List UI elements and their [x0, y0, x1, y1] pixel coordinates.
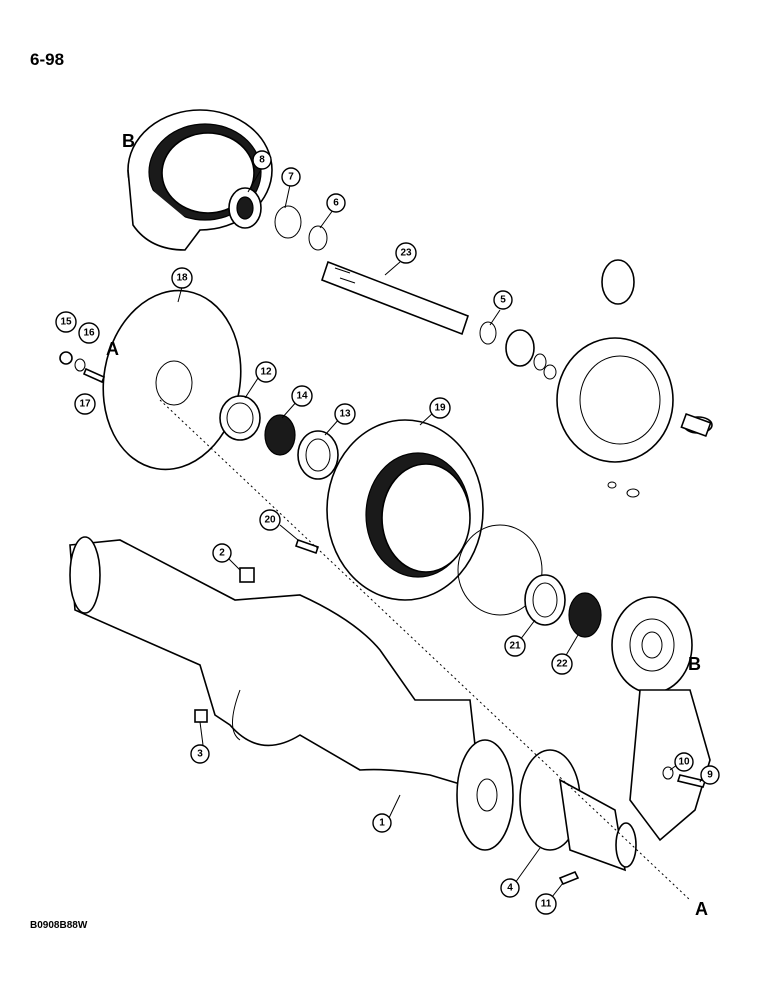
svg-text:2: 2	[219, 548, 225, 559]
callout-22: 22	[551, 653, 573, 675]
svg-text:7: 7	[288, 172, 294, 183]
figure-code: B0908B88W	[30, 920, 88, 931]
leader-2	[227, 557, 241, 571]
axle-housing-1	[69, 536, 514, 851]
svg-text:12: 12	[260, 367, 272, 378]
svg-text:13: 13	[339, 409, 351, 420]
leader-7	[284, 184, 291, 209]
callout-23: 23	[395, 242, 417, 264]
gear-5	[479, 321, 557, 380]
callout-15: 15	[55, 311, 77, 333]
svg-text:20: 20	[264, 515, 276, 526]
stud-hardware	[59, 351, 106, 384]
ref-a-left: A	[106, 339, 119, 359]
svg-text:3: 3	[197, 749, 203, 760]
bolt-9	[676, 774, 707, 788]
callout-10: 10	[674, 752, 694, 772]
callout-18: 18	[171, 267, 193, 289]
svg-text:23: 23	[400, 248, 412, 259]
brake-disc-18	[102, 289, 242, 471]
spindle-4	[519, 749, 637, 872]
bearing-cup-21	[524, 574, 566, 626]
svg-text:22: 22	[556, 659, 568, 670]
svg-text:15: 15	[60, 317, 72, 328]
leader-8	[247, 167, 263, 193]
ref-a-lower: A	[695, 899, 708, 919]
leader-1	[387, 794, 401, 821]
breather-2	[239, 567, 255, 583]
svg-text:8: 8	[259, 155, 265, 166]
bearing-cone-14	[264, 414, 296, 456]
centerline-a	[159, 399, 691, 901]
leader-22	[564, 634, 579, 658]
svg-text:14: 14	[296, 391, 308, 402]
bearing-cup-12	[219, 395, 261, 441]
callout-5: 5	[493, 290, 513, 310]
callout-19: 19	[429, 397, 451, 419]
snap-ring-7	[274, 205, 302, 239]
ref-b-top: B	[122, 131, 135, 151]
bearing-cone-22	[568, 592, 602, 638]
callout-3: 3	[190, 744, 210, 764]
large-snap-ring	[457, 524, 543, 616]
svg-text:11: 11	[541, 899, 552, 910]
hub-19	[326, 419, 484, 601]
svg-text:1: 1	[379, 818, 385, 829]
callout-4: 4	[500, 878, 520, 898]
svg-text:21: 21	[509, 641, 521, 652]
callout-17: 17	[74, 393, 96, 415]
callout-21: 21	[504, 635, 526, 657]
axle-shaft-23	[320, 260, 470, 336]
callout-7: 7	[281, 167, 301, 187]
planet-carrier	[556, 259, 713, 498]
leader-20	[279, 524, 299, 541]
ref-b-lower: B	[688, 654, 701, 674]
svg-text:5: 5	[500, 295, 506, 306]
ring-6	[308, 225, 328, 251]
bracket	[629, 689, 711, 842]
bolt-20	[294, 538, 320, 555]
leader-6	[319, 209, 334, 229]
bolt-11	[558, 870, 580, 886]
svg-text:19: 19	[434, 403, 446, 414]
callout-9: 9	[700, 765, 720, 785]
callout-12: 12	[255, 361, 277, 383]
callout-1: 1	[372, 813, 392, 833]
svg-text:9: 9	[707, 770, 713, 781]
leader-11	[551, 882, 564, 898]
callout-14: 14	[291, 385, 313, 407]
leader-21	[519, 619, 536, 641]
svg-text:6: 6	[333, 198, 339, 209]
svg-text:17: 17	[79, 399, 91, 410]
plug-3	[194, 709, 208, 723]
callout-2: 2	[212, 543, 232, 563]
callout-8: 8	[252, 150, 272, 170]
svg-text:16: 16	[83, 328, 95, 339]
svg-text:18: 18	[176, 273, 188, 284]
callout-13: 13	[334, 403, 356, 425]
callout-11: 11	[535, 893, 557, 915]
leader-4	[514, 847, 541, 884]
leader-5	[489, 309, 501, 326]
callout-16: 16	[78, 322, 100, 344]
ring-gear	[127, 109, 273, 251]
svg-text:4: 4	[507, 883, 513, 894]
gear-b-lower	[611, 596, 693, 694]
callout-20: 20	[259, 509, 281, 531]
leader-3	[199, 721, 204, 746]
washer-10	[662, 766, 674, 780]
bearing-8	[228, 187, 262, 229]
callout-6: 6	[326, 193, 346, 213]
leader-23	[384, 261, 401, 276]
bearing-cup-13	[297, 430, 339, 480]
page-number: 6-98	[30, 50, 65, 69]
leader-18	[177, 286, 183, 303]
svg-text:10: 10	[678, 757, 690, 768]
